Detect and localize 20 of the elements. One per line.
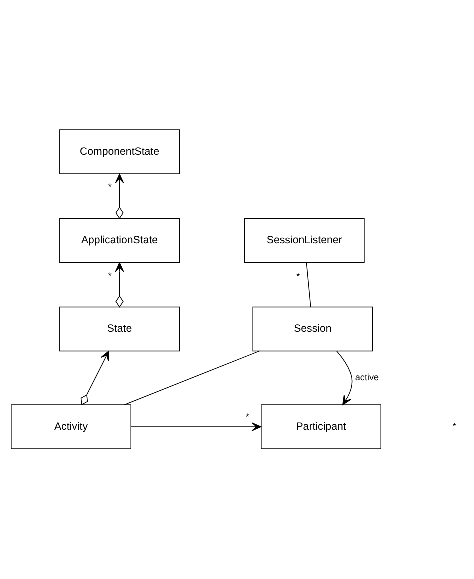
edge-label: *	[246, 412, 250, 422]
edge-label: *	[108, 270, 112, 281]
arrow	[336, 350, 353, 406]
arrow	[115, 262, 124, 308]
edge-label: *	[108, 182, 112, 192]
node-box: Activity	[11, 404, 132, 450]
node-box: State	[60, 306, 180, 352]
connector	[306, 262, 312, 308]
edge-label: *	[296, 272, 300, 282]
edge-label: active	[355, 372, 380, 382]
arrow	[80, 350, 110, 406]
node-box: Session	[252, 306, 374, 352]
label: *	[452, 421, 456, 432]
arrow	[115, 174, 124, 220]
node-box: ComponentState	[60, 130, 180, 174]
node-box: SessionListener	[244, 218, 365, 263]
arrow	[130, 422, 262, 432]
node-box: ApplicationState	[60, 218, 180, 263]
node-box: Participant	[261, 404, 382, 450]
connector	[124, 350, 260, 406]
